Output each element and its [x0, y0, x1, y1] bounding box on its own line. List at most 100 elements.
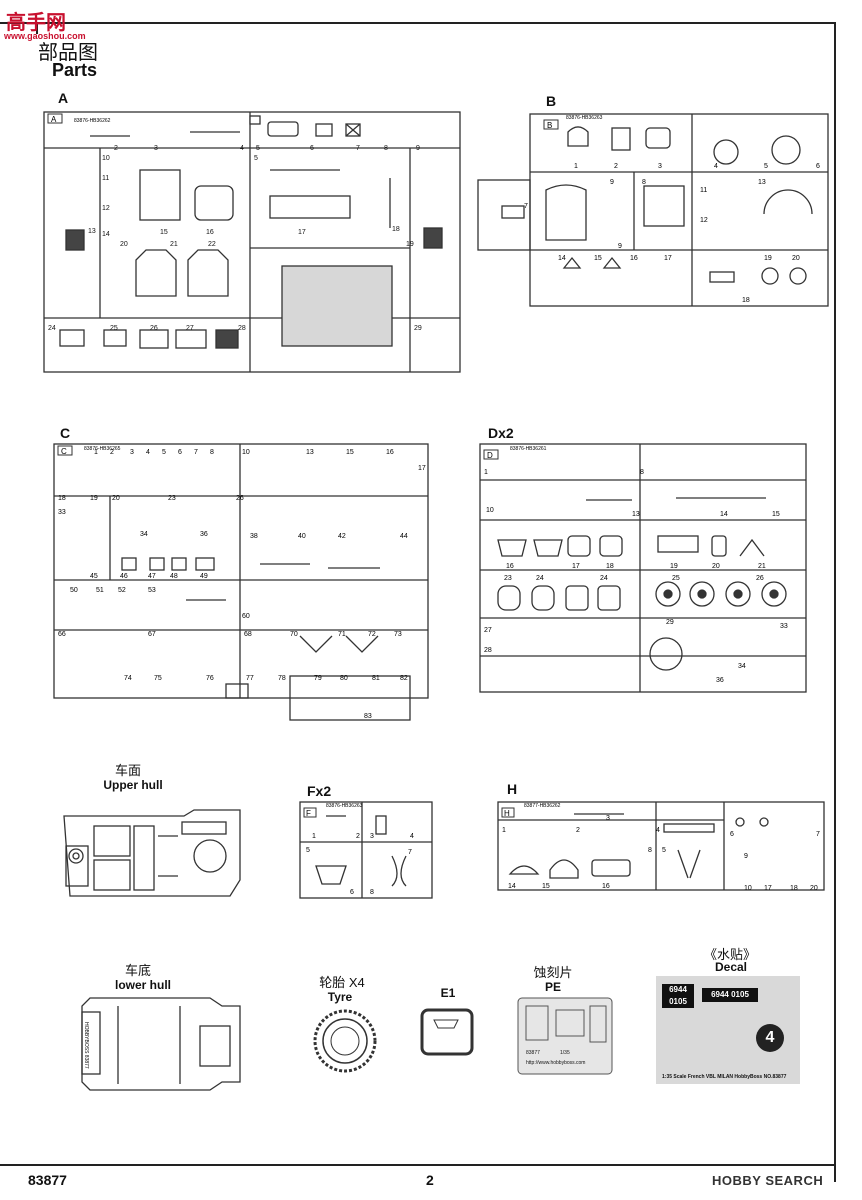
svg-text:8: 8: [210, 449, 214, 456]
site-logo-url: www.gaoshou.com: [4, 31, 86, 41]
e1-label: E1: [440, 986, 456, 1000]
svg-text:10: 10: [242, 449, 250, 456]
sprue-f-label: Fx2: [307, 783, 332, 799]
page-title-cn: 部品图: [38, 42, 98, 64]
svg-text:18: 18: [742, 297, 750, 304]
svg-text:17: 17: [298, 229, 306, 236]
svg-text:16: 16: [630, 255, 638, 262]
svg-text:27: 27: [186, 325, 194, 332]
svg-text:7: 7: [194, 449, 198, 456]
svg-text:3: 3: [130, 449, 134, 456]
sprue-b-label: B: [546, 93, 557, 109]
svg-text:8: 8: [384, 145, 388, 152]
svg-text:5: 5: [256, 145, 260, 152]
svg-text:15: 15: [346, 449, 354, 456]
svg-text:10: 10: [486, 507, 494, 514]
svg-text:18: 18: [790, 885, 798, 892]
svg-text:51: 51: [96, 587, 104, 594]
sprue-a-label: A: [58, 90, 69, 106]
pe-label-en: PE: [544, 980, 561, 994]
svg-text:1: 1: [574, 163, 578, 170]
decal-plate-top: 6944: [669, 985, 687, 994]
svg-text:21: 21: [170, 241, 178, 248]
svg-text:12: 12: [102, 205, 110, 212]
svg-text:14: 14: [558, 255, 566, 262]
svg-text:17: 17: [664, 255, 672, 262]
svg-text:53: 53: [148, 587, 156, 594]
svg-text:8: 8: [640, 469, 644, 476]
upper-hull-label-en: Upper hull: [103, 778, 163, 792]
svg-text:D: D: [487, 451, 493, 460]
svg-text:18: 18: [606, 563, 614, 570]
tyre-drawing: [313, 1009, 377, 1073]
svg-text:2: 2: [356, 833, 360, 840]
upper-hull-drawing: [63, 809, 241, 897]
svg-text:34: 34: [140, 531, 148, 538]
svg-text:6: 6: [310, 145, 314, 152]
svg-text:38: 38: [250, 533, 258, 540]
frame-bottom-line: [0, 1164, 836, 1166]
svg-text:20: 20: [120, 241, 128, 248]
svg-text:73: 73: [394, 631, 402, 638]
svg-text:16: 16: [386, 449, 394, 456]
svg-text:13: 13: [88, 228, 96, 235]
svg-text:5: 5: [254, 155, 258, 162]
svg-text:15: 15: [594, 255, 602, 262]
svg-text:15: 15: [542, 883, 550, 890]
svg-text:4: 4: [240, 145, 244, 152]
svg-text:C: C: [61, 447, 67, 456]
kit-number: 83877: [28, 1172, 67, 1188]
svg-text:2: 2: [110, 449, 114, 456]
decal-plate-long: 6944 0105: [702, 988, 758, 1002]
frame-right-line: [834, 22, 836, 1182]
svg-text:11: 11: [102, 175, 109, 182]
svg-text:80: 80: [340, 675, 348, 682]
svg-text:52: 52: [118, 587, 126, 594]
svg-text:17: 17: [418, 465, 426, 472]
svg-text:48: 48: [170, 573, 178, 580]
svg-text:17: 17: [572, 563, 580, 570]
svg-text:2: 2: [576, 827, 580, 834]
svg-text:7: 7: [408, 849, 412, 856]
decal-plate-small: 6944 0105: [662, 984, 694, 1008]
svg-text:5: 5: [162, 449, 166, 456]
decal-label-cn: 《水贴》: [703, 947, 756, 962]
svg-text:19: 19: [406, 241, 414, 248]
svg-text:7: 7: [524, 203, 528, 210]
svg-text:1: 1: [484, 469, 488, 476]
svg-text:50: 50: [70, 587, 78, 594]
svg-text:6: 6: [350, 889, 354, 896]
sprue-h-label: H: [507, 781, 518, 797]
svg-text:8: 8: [642, 179, 646, 186]
svg-text:9: 9: [416, 145, 420, 152]
svg-text:83876-HB36263: 83876-HB36263: [566, 115, 603, 121]
svg-text:79: 79: [314, 675, 322, 682]
svg-text:47: 47: [148, 573, 156, 580]
svg-text:16: 16: [602, 883, 610, 890]
decal-plate-bottom: 0105: [669, 997, 687, 1006]
svg-text:3: 3: [606, 815, 610, 822]
svg-text:14: 14: [508, 883, 516, 890]
svg-text:29: 29: [666, 619, 674, 626]
tyre-label-cn: 轮胎 X4: [319, 975, 365, 990]
frame-top-line: [0, 22, 836, 24]
svg-text:83876-HB36265: 83876-HB36265: [84, 446, 121, 452]
svg-text:4: 4: [410, 833, 414, 840]
svg-text:76: 76: [206, 675, 214, 682]
svg-text:6: 6: [816, 163, 820, 170]
svg-text:13: 13: [632, 511, 640, 518]
svg-text:16: 16: [506, 563, 514, 570]
svg-text:3: 3: [658, 163, 662, 170]
svg-text:20: 20: [792, 255, 800, 262]
svg-text:21: 21: [758, 563, 766, 570]
svg-text:66: 66: [58, 631, 66, 638]
svg-text:18: 18: [58, 495, 66, 502]
svg-text:19: 19: [670, 563, 678, 570]
svg-text:24: 24: [600, 575, 608, 582]
svg-text:10: 10: [102, 155, 110, 162]
